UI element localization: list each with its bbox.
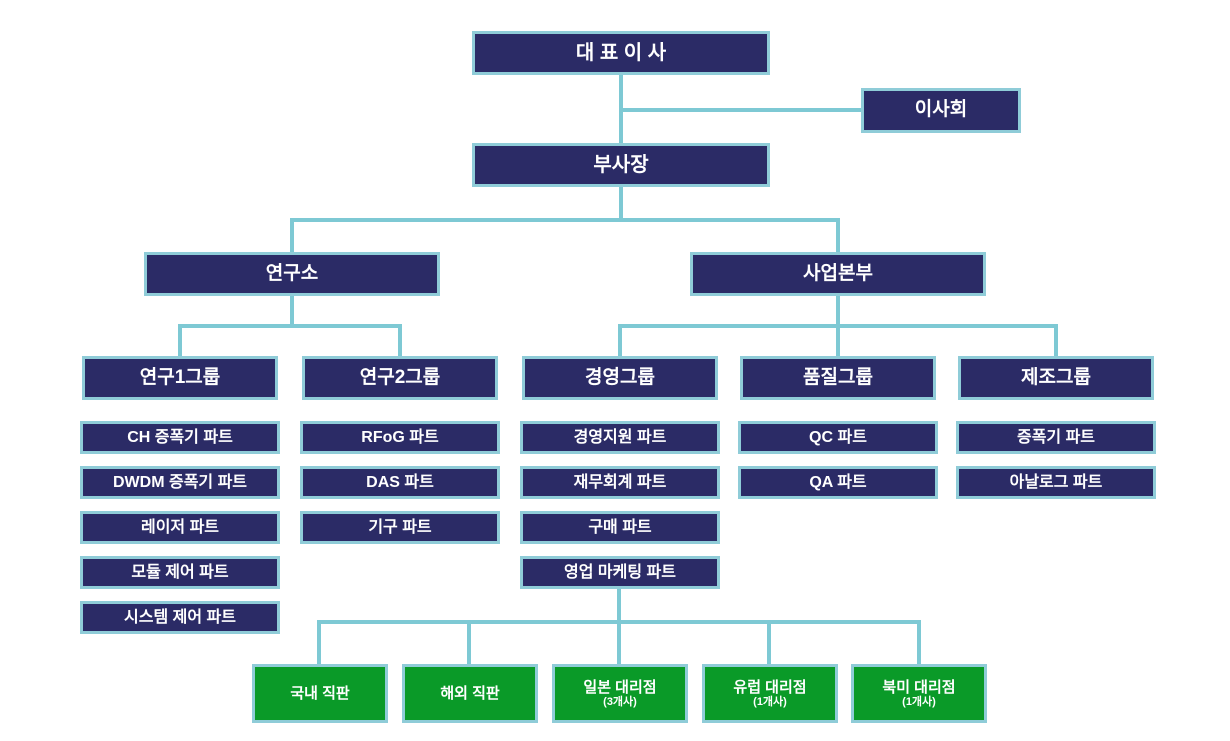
connector-drop-group4 [836,324,840,356]
vice-president-label: 부사장 [593,154,649,176]
group-research2-label: 연구2그룹 [359,366,441,388]
group-quality-box: 품질그룹 [740,356,936,400]
part-label: 레이저 파트 [140,518,220,536]
division-business-label: 사업본부 [803,262,873,284]
connector-drop-group5 [1054,324,1058,356]
part-box: QC 파트 [738,421,938,454]
part-box: 경영지원 파트 [520,421,720,454]
sales-channel-note: (3개사) [603,695,637,708]
sales-channel-label: 북미 대리점 [882,678,956,696]
part-box: 증폭기 파트 [956,421,1156,454]
group-research1-label: 연구1그룹 [139,366,221,388]
division-research-label: 연구소 [265,262,319,284]
part-label: 아날로그 파트 [1009,473,1103,491]
part-label: 모듈 제어 파트 [131,563,229,581]
part-label: RFoG 파트 [361,428,439,446]
part-box: RFoG 파트 [300,421,500,454]
group-quality-label: 품질그룹 [803,366,873,388]
board-label: 이사회 [914,99,968,121]
connector-drop-channel2 [467,620,471,664]
part-label: DWDM 증폭기 파트 [112,473,248,491]
part-label: 경영지원 파트 [573,428,667,446]
part-box: DWDM 증폭기 파트 [80,466,280,499]
connector-drop-channel5 [917,620,921,664]
connector-drop-channel4 [767,620,771,664]
division-business-box: 사업본부 [690,252,986,296]
sales-channel-domestic-box: 국내 직판 [252,664,388,723]
sales-channel-label: 유럽 대리점 [733,678,807,696]
part-box: CH 증폭기 파트 [80,421,280,454]
group-management-box: 경영그룹 [522,356,718,400]
sales-channel-europe-box: 유럽 대리점 (1개사) [702,664,838,723]
part-label: 재무회계 파트 [573,473,667,491]
connector-research-down [290,296,294,326]
part-label: 기구 파트 [368,518,432,536]
part-label: CH 증폭기 파트 [127,428,233,446]
part-box: 영업 마케팅 파트 [520,556,720,589]
connector-drop-channel3 [617,620,621,664]
connector-drop-channel1 [317,620,321,664]
sales-channel-north-america-box: 북미 대리점 (1개사) [851,664,987,723]
connector-drop-research [290,218,294,252]
ceo-box: 대 표 이 사 [472,31,770,75]
part-label: 시스템 제어 파트 [124,608,236,626]
sales-channel-label: 일본 대리점 [583,678,657,696]
part-box: 모듈 제어 파트 [80,556,280,589]
connector-drop-business [836,218,840,252]
part-box: 아날로그 파트 [956,466,1156,499]
part-label: 구매 파트 [588,518,652,536]
group-management-label: 경영그룹 [585,366,655,388]
group-manufacturing-box: 제조그룹 [958,356,1154,400]
connector-drop-group2 [398,324,402,356]
connector-drop-group3 [618,324,622,356]
connector-research-horizontal [178,324,402,328]
sales-channel-overseas-box: 해외 직판 [402,664,538,723]
part-box: 레이저 파트 [80,511,280,544]
ceo-label: 대 표 이 사 [575,42,667,64]
group-research1-box: 연구1그룹 [82,356,278,400]
sales-channel-japan-box: 일본 대리점 (3개사) [552,664,688,723]
part-label: DAS 파트 [366,473,434,491]
part-box: 구매 파트 [520,511,720,544]
connector-vp-down [619,187,623,222]
vice-president-box: 부사장 [472,143,770,187]
part-label: QC 파트 [809,428,867,446]
connector-business-down [836,296,840,326]
part-box: 재무회계 파트 [520,466,720,499]
group-research2-box: 연구2그룹 [302,356,498,400]
sales-channel-note: (1개사) [902,695,936,708]
sales-channel-label: 해외 직판 [440,684,500,702]
part-box: 시스템 제어 파트 [80,601,280,634]
part-box: DAS 파트 [300,466,500,499]
connector-ceo-board [621,108,861,112]
part-label: QA 파트 [809,473,867,491]
part-box: QA 파트 [738,466,938,499]
connector-drop-group1 [178,324,182,356]
sales-channel-label: 국내 직판 [290,684,350,702]
group-manufacturing-label: 제조그룹 [1021,366,1091,388]
connector-sales-down [617,589,621,622]
connector-divisions-horizontal [290,218,840,222]
sales-channel-note: (1개사) [753,695,787,708]
part-label: 영업 마케팅 파트 [564,563,676,581]
division-research-box: 연구소 [144,252,440,296]
part-label: 증폭기 파트 [1016,428,1096,446]
board-box: 이사회 [861,88,1021,133]
part-box: 기구 파트 [300,511,500,544]
